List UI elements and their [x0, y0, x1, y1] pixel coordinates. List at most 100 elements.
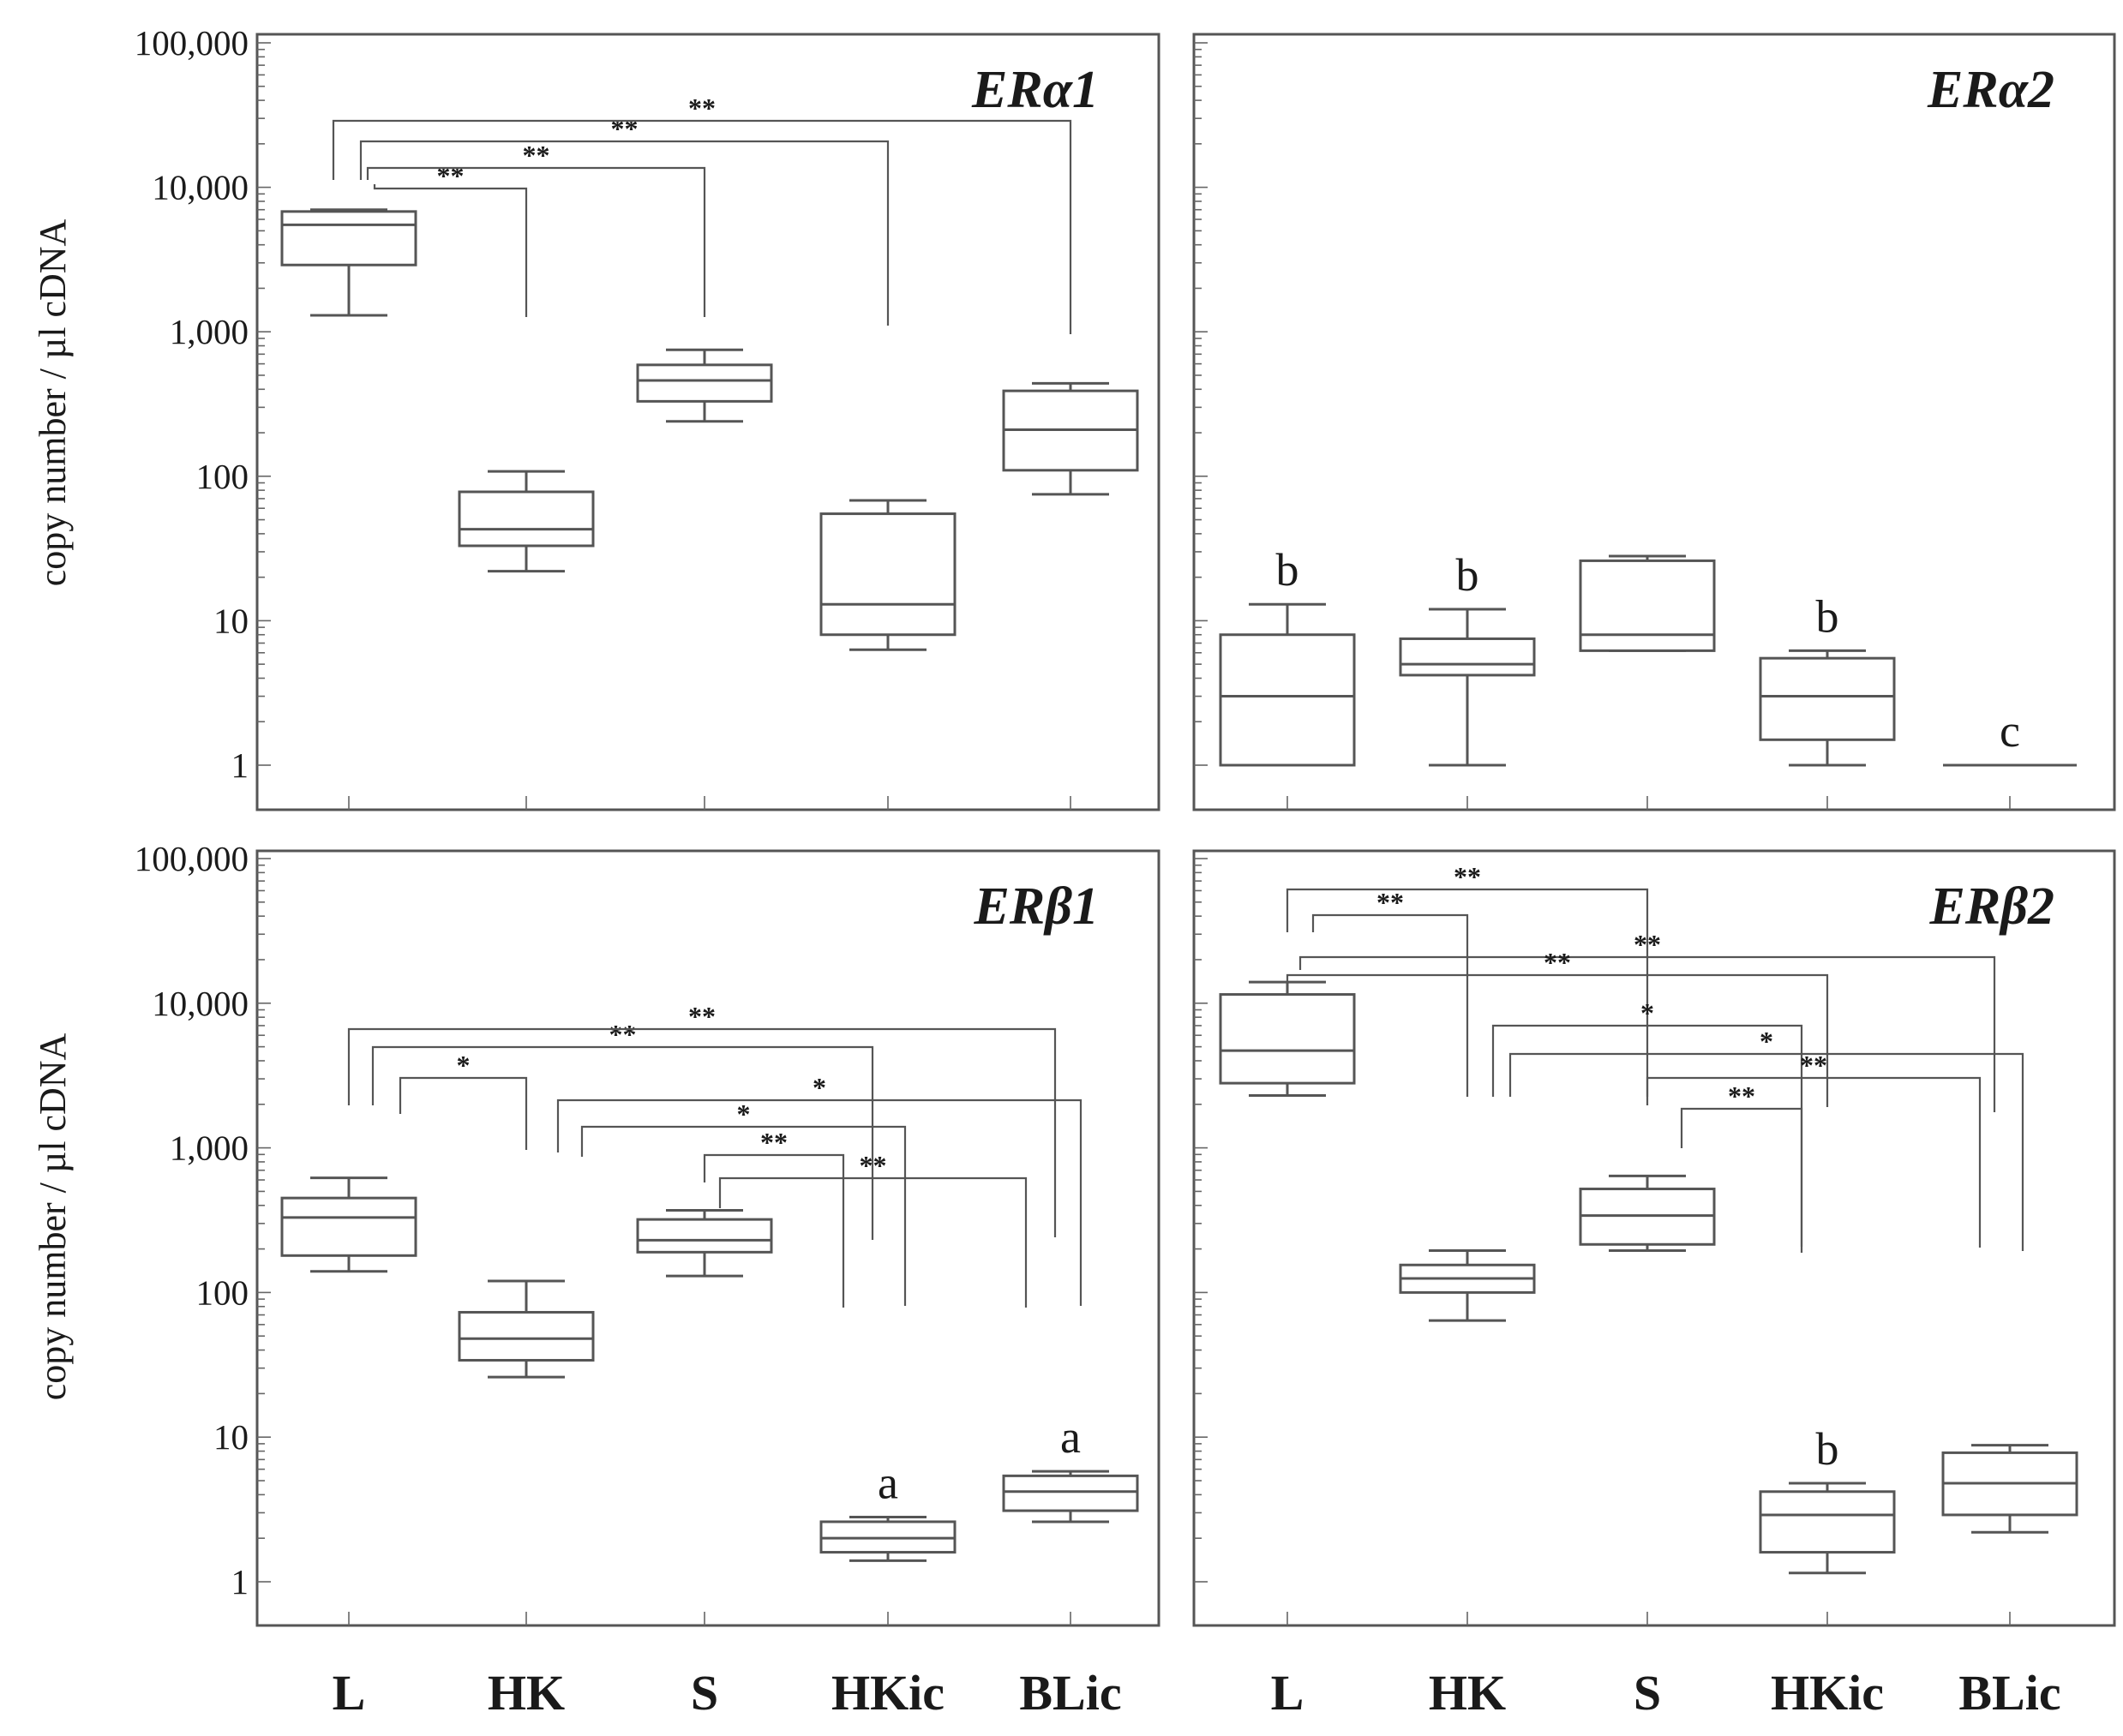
iqr-box	[1399, 637, 1536, 677]
bracket-L-HK: *	[399, 1050, 528, 1150]
iqr-box	[280, 1196, 417, 1257]
iqr-box	[280, 210, 417, 266]
significance-label: *	[813, 1072, 826, 1103]
panel-title: ERβ2	[1929, 877, 2054, 936]
bracket-line	[373, 184, 528, 317]
significance-label: **	[1454, 861, 1481, 892]
bracket-line	[703, 1153, 845, 1308]
x-category-HK: HK	[488, 1665, 565, 1721]
box-HKic	[1759, 649, 1896, 767]
significance-label: **	[1634, 929, 1661, 960]
y-axis	[1194, 858, 2011, 1625]
box-S	[636, 1208, 773, 1278]
bracket-S-BLic: **	[1646, 1050, 1982, 1248]
bracket-L-HK: **	[373, 160, 528, 317]
bracket-L-HK: **	[1311, 887, 1469, 1097]
significance-brackets: ***********	[347, 1001, 1082, 1308]
bracket-line	[1286, 888, 1649, 1097]
bracket-S-HKic: **	[1680, 1081, 1803, 1253]
bracket-L-HKic: **	[1286, 947, 1829, 1107]
y-tick-label: 10	[213, 1417, 249, 1457]
panel-title: ERα2	[1927, 61, 2054, 119]
group-letter-BLic: a	[1060, 1411, 1081, 1463]
x-category-HKic: HKic	[831, 1665, 945, 1721]
x-category-S: S	[1634, 1665, 1661, 1721]
y-axis	[1194, 42, 2011, 810]
y-tick-label: 1,000	[170, 312, 249, 351]
panel-frame	[1192, 33, 2116, 811]
bracket-L-HKic: **	[371, 1019, 874, 1240]
bracket-line	[332, 119, 1072, 334]
iqr-box	[1759, 656, 1896, 741]
box-plot-marks: aa	[280, 1176, 1139, 1562]
bracket-line	[556, 1098, 1082, 1306]
x-category-BLic: BLic	[1958, 1665, 2060, 1721]
iqr-box	[636, 1218, 773, 1254]
bracket-line	[1286, 973, 1829, 1107]
box-BLic	[1002, 381, 1139, 496]
x-category-L: L	[1271, 1665, 1304, 1721]
bracket-L-BLic: **	[332, 93, 1072, 334]
box-HK	[458, 470, 595, 573]
bracket-L-S: **	[1286, 861, 1649, 1097]
significance-label: *	[1640, 997, 1654, 1028]
bracket-L-BLic: **	[347, 1001, 1057, 1237]
bracket-line	[580, 1125, 907, 1306]
significance-label: **	[1376, 887, 1404, 918]
bracket-L-S: **	[366, 140, 706, 317]
iqr-box	[1579, 559, 1716, 652]
y-tick-label: 1	[231, 745, 249, 785]
iqr-box	[1219, 993, 1356, 1085]
bracket-HK-BLic: *	[556, 1072, 1082, 1306]
box-HKic	[819, 499, 957, 651]
significance-label: **	[611, 113, 639, 144]
group-letter-HK: b	[1456, 549, 1479, 601]
x-axis-categories-right: L HK S HKic BLic	[1271, 1665, 2061, 1721]
y-tick-label: 100,000	[135, 839, 249, 878]
x-category-S: S	[691, 1665, 718, 1721]
significance-label: **	[688, 1001, 716, 1032]
box-S	[1579, 554, 1716, 652]
y-tick-label: 100	[196, 457, 249, 496]
significance-label: **	[1728, 1081, 1755, 1111]
bracket-line	[359, 140, 890, 326]
box-L	[1219, 602, 1356, 767]
y-tick-label: 10,000	[152, 984, 249, 1023]
significance-label: *	[737, 1098, 751, 1129]
box-HKic	[819, 1516, 957, 1562]
bracket-HK-BLic: *	[1508, 1026, 2024, 1251]
group-letter-HKic: b	[1816, 1423, 1839, 1475]
bracket-S-BLic: **	[718, 1150, 1028, 1308]
panel-title: ERα1	[971, 61, 1099, 119]
x-category-HKic: HKic	[1771, 1665, 1884, 1721]
y-tick-label: 1,000	[170, 1128, 249, 1168]
panel-frame	[1192, 849, 2116, 1627]
box-HK	[1399, 608, 1536, 767]
y-tick-label: 100,000	[135, 23, 249, 63]
y-tick-label: 100	[196, 1272, 249, 1312]
significance-label: **	[523, 140, 550, 171]
panel-frame	[255, 33, 1160, 811]
bracket-L-HKic: **	[359, 113, 890, 326]
iqr-box	[458, 490, 595, 548]
iqr-box	[458, 1310, 595, 1362]
x-category-L: L	[333, 1665, 366, 1721]
box-plot-marks	[280, 208, 1139, 651]
significance-brackets: ********	[332, 93, 1072, 334]
x-category-HK: HK	[1429, 1665, 1506, 1721]
iqr-box	[1002, 1474, 1139, 1512]
box-BLic	[1941, 1444, 2078, 1534]
y-axis-title-bottom: copy number / µl cDNA	[32, 1033, 74, 1400]
y-tick-label: 10,000	[152, 168, 249, 207]
significance-label: **	[1544, 947, 1571, 978]
y-axis-title-top: copy number / µl cDNA	[32, 218, 74, 586]
significance-label: *	[1760, 1026, 1773, 1057]
bracket-line	[718, 1176, 1028, 1308]
iqr-box	[819, 512, 957, 637]
iqr-box	[1219, 633, 1356, 767]
